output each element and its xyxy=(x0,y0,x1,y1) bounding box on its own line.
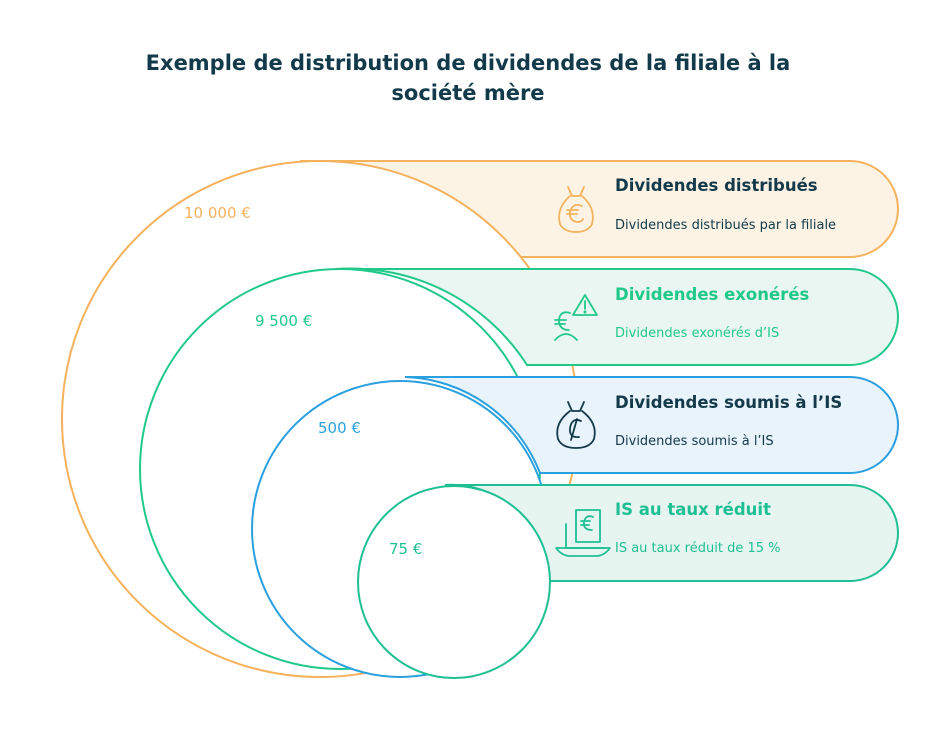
heading-is-taux-reduit: IS au taux réduit xyxy=(615,500,771,519)
exemption-warning-icon xyxy=(554,294,598,341)
heading-dividendes-soumis: Dividendes soumis à l’IS xyxy=(615,393,842,412)
money-bag-euro-icon xyxy=(558,186,594,233)
title-line-1: Exemple de distribution de dividendes de… xyxy=(145,51,791,75)
desc-dividendes-distribues: Dividendes distribués par la filiale xyxy=(615,218,836,233)
title-line-2: société mère xyxy=(391,81,545,105)
value-is-taux-reduit: 75 € xyxy=(389,540,422,558)
page-title: Exemple de distribution de dividendes de… xyxy=(0,48,936,108)
tax-receipt-icon xyxy=(555,509,611,557)
circle-is-taux-reduit xyxy=(357,485,551,679)
value-dividendes-exoneres: 9 500 € xyxy=(255,312,312,330)
banner-dividendes-soumis xyxy=(404,376,899,474)
desc-is-taux-reduit: IS au taux réduit de 15 % xyxy=(615,541,780,556)
banner-dividendes-exoneres xyxy=(334,267,899,366)
value-dividendes-distribues: 10 000 € xyxy=(184,204,251,222)
value-dividendes-soumis: 500 € xyxy=(318,419,361,437)
heading-dividendes-exoneres: Dividendes exonérés xyxy=(615,285,810,304)
money-bag-icon xyxy=(556,401,596,449)
heading-dividendes-distribues: Dividendes distribués xyxy=(615,176,818,195)
desc-dividendes-soumis: Dividendes soumis à l’IS xyxy=(615,434,774,449)
desc-dividendes-exoneres: Dividendes exonérés d’IS xyxy=(615,326,779,341)
level-is-taux-reduit xyxy=(357,483,899,679)
